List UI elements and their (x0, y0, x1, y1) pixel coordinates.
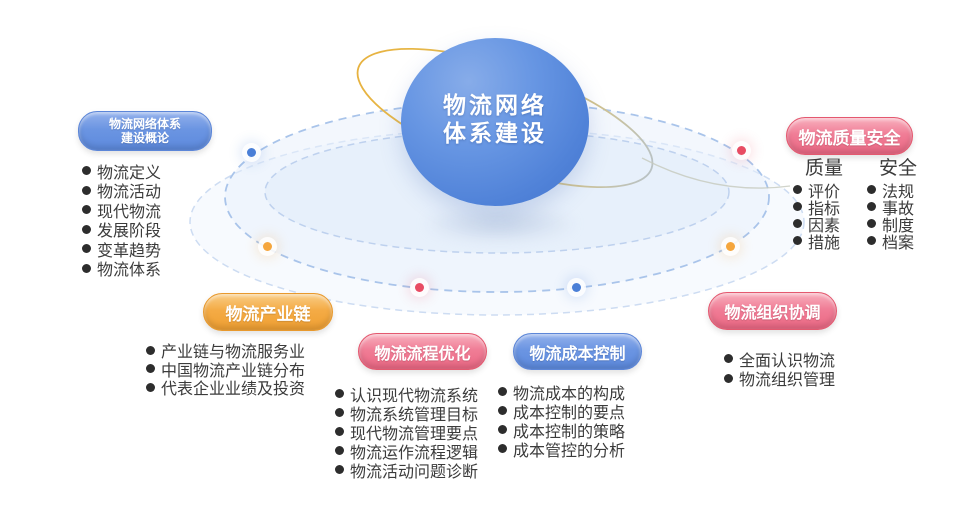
list-item: 法规 (867, 181, 917, 201)
list-item: 认识现代物流系统 (335, 384, 478, 405)
list-item: 物流体系 (82, 259, 161, 279)
bullet-icon (793, 236, 802, 245)
bullet-icon (867, 236, 877, 245)
list-item: 物流组织管理 (724, 369, 835, 389)
node-industry-chain[interactable]: 物流产业链 (203, 293, 333, 331)
bullet-icon (498, 406, 507, 415)
node-organization-coordination-label: 物流组织协调 (724, 305, 821, 322)
orbit-dot-blue-top-left (247, 148, 256, 157)
bullet-icon (82, 205, 91, 215)
list-item: 指标 (793, 198, 843, 218)
node-industry-chain-label: 物流产业链 (225, 304, 311, 324)
bullet-icon (793, 219, 802, 228)
list-item: 因素 (793, 215, 843, 235)
overview-list: 物流定义 物流活动 现代物流 发展阶段 变革趋势 物流体系 (82, 161, 161, 279)
node-overview-label-line1: 物流网络体系 (108, 117, 181, 131)
bullet-icon (867, 202, 877, 211)
bullet-icon (793, 202, 802, 211)
list-item: 成本控制的策略 (498, 420, 625, 441)
quality-column: 质量 评价 指标 因素 措施 (793, 158, 844, 252)
list-item: 现代物流管理要点 (335, 422, 478, 443)
bullet-icon (335, 465, 344, 474)
bullet-icon (724, 354, 733, 364)
center-title: 物流网络 体系建设 (443, 92, 547, 146)
list-item: 事故 (867, 198, 917, 218)
list-item: 物流成本的构成 (498, 382, 625, 403)
bullet-icon (498, 444, 507, 453)
bullet-icon (146, 364, 155, 374)
bullet-icon (146, 345, 155, 355)
list-item: 档案 (867, 232, 917, 252)
node-cost-control-label: 物流成本控制 (529, 345, 626, 363)
center-node[interactable]: 物流网络 体系建设 (401, 38, 589, 206)
bullet-icon (498, 387, 507, 396)
node-quality-safety-label: 物流质量安全 (798, 128, 901, 148)
bullet-icon (82, 224, 91, 234)
safety-list: 法规 事故 制度 档案 (867, 181, 917, 252)
list-item: 全面认识物流 (724, 349, 835, 370)
list-item: 物流定义 (82, 161, 161, 182)
bullet-icon (82, 185, 91, 195)
list-item: 物流活动问题诊断 (335, 460, 478, 481)
orbit-dot-red-top-right (737, 146, 746, 155)
list-item: 物流系统管理目标 (335, 403, 478, 424)
bullet-icon (867, 185, 877, 194)
node-process-optimization-label: 物流流程优化 (374, 345, 471, 363)
list-item: 物流活动 (82, 181, 161, 201)
orbit-dot-orange-left (263, 242, 272, 251)
node-quality-safety[interactable]: 物流质量安全 (786, 117, 913, 155)
safety-column-header: 安全 (879, 158, 918, 179)
list-item: 现代物流 (82, 200, 161, 221)
quality-list: 评价 指标 因素 措施 (793, 181, 843, 252)
bullet-icon (867, 219, 877, 228)
list-item: 产业链与物流服务业 (146, 341, 305, 361)
node-cost-control[interactable]: 物流成本控制 (513, 333, 642, 370)
node-process-optimization[interactable]: 物流流程优化 (358, 333, 487, 370)
list-item: 发展阶段 (82, 220, 161, 240)
bullet-icon (335, 446, 344, 455)
industry-list: 产业链与物流服务业 中国物流产业链分布 代表企业业绩及投资 (146, 341, 305, 398)
bullet-icon (335, 427, 344, 436)
node-organization-coordination[interactable]: 物流组织协调 (708, 292, 837, 330)
list-item: 成本管控的分析 (498, 439, 625, 460)
cost-list: 物流成本的构成 成本控制的要点 成本控制的策略 成本管控的分析 (498, 382, 625, 460)
node-overview[interactable]: 物流网络体系 建设概论 (78, 111, 212, 151)
bullet-icon (82, 244, 91, 254)
process-list: 认识现代物流系统 物流系统管理目标 现代物流管理要点 物流运作流程逻辑 物流活动… (335, 384, 478, 481)
node-overview-label-line2: 建设概论 (120, 131, 169, 145)
center-title-line2: 体系建设 (443, 120, 547, 146)
list-item: 评价 (793, 181, 843, 201)
orbit-dot-red-bottom (415, 283, 424, 292)
list-item: 中国物流产业链分布 (146, 360, 305, 380)
list-item: 成本控制的要点 (498, 401, 625, 422)
safety-column: 安全 法规 事故 制度 档案 (867, 158, 918, 252)
sphere-shadow (425, 205, 575, 243)
bullet-icon (724, 373, 733, 383)
list-item: 代表企业业绩及投资 (146, 378, 305, 398)
bullet-icon (146, 382, 155, 392)
list-item: 制度 (867, 215, 917, 235)
bullet-icon (335, 389, 344, 398)
quality-column-header: 质量 (805, 158, 844, 179)
quality-safety-columns: 质量 评价 指标 因素 措施 安全 法规 事故 制度 档案 (793, 158, 918, 252)
list-item: 变革趋势 (82, 239, 161, 260)
bullet-icon (82, 166, 91, 176)
center-title-line1: 物流网络 (443, 92, 547, 118)
bullet-icon (498, 425, 507, 434)
gold-ring-tail (641, 157, 791, 189)
bullet-icon (793, 185, 802, 194)
orbit-dot-orange-right (726, 242, 735, 251)
list-item: 措施 (793, 232, 843, 252)
list-item: 物流运作流程逻辑 (335, 441, 478, 462)
bullet-icon (335, 408, 344, 417)
orbit-dot-blue-bottom (572, 283, 581, 292)
bullet-icon (82, 263, 91, 273)
organization-list: 全面认识物流 物流组织管理 (724, 349, 835, 389)
